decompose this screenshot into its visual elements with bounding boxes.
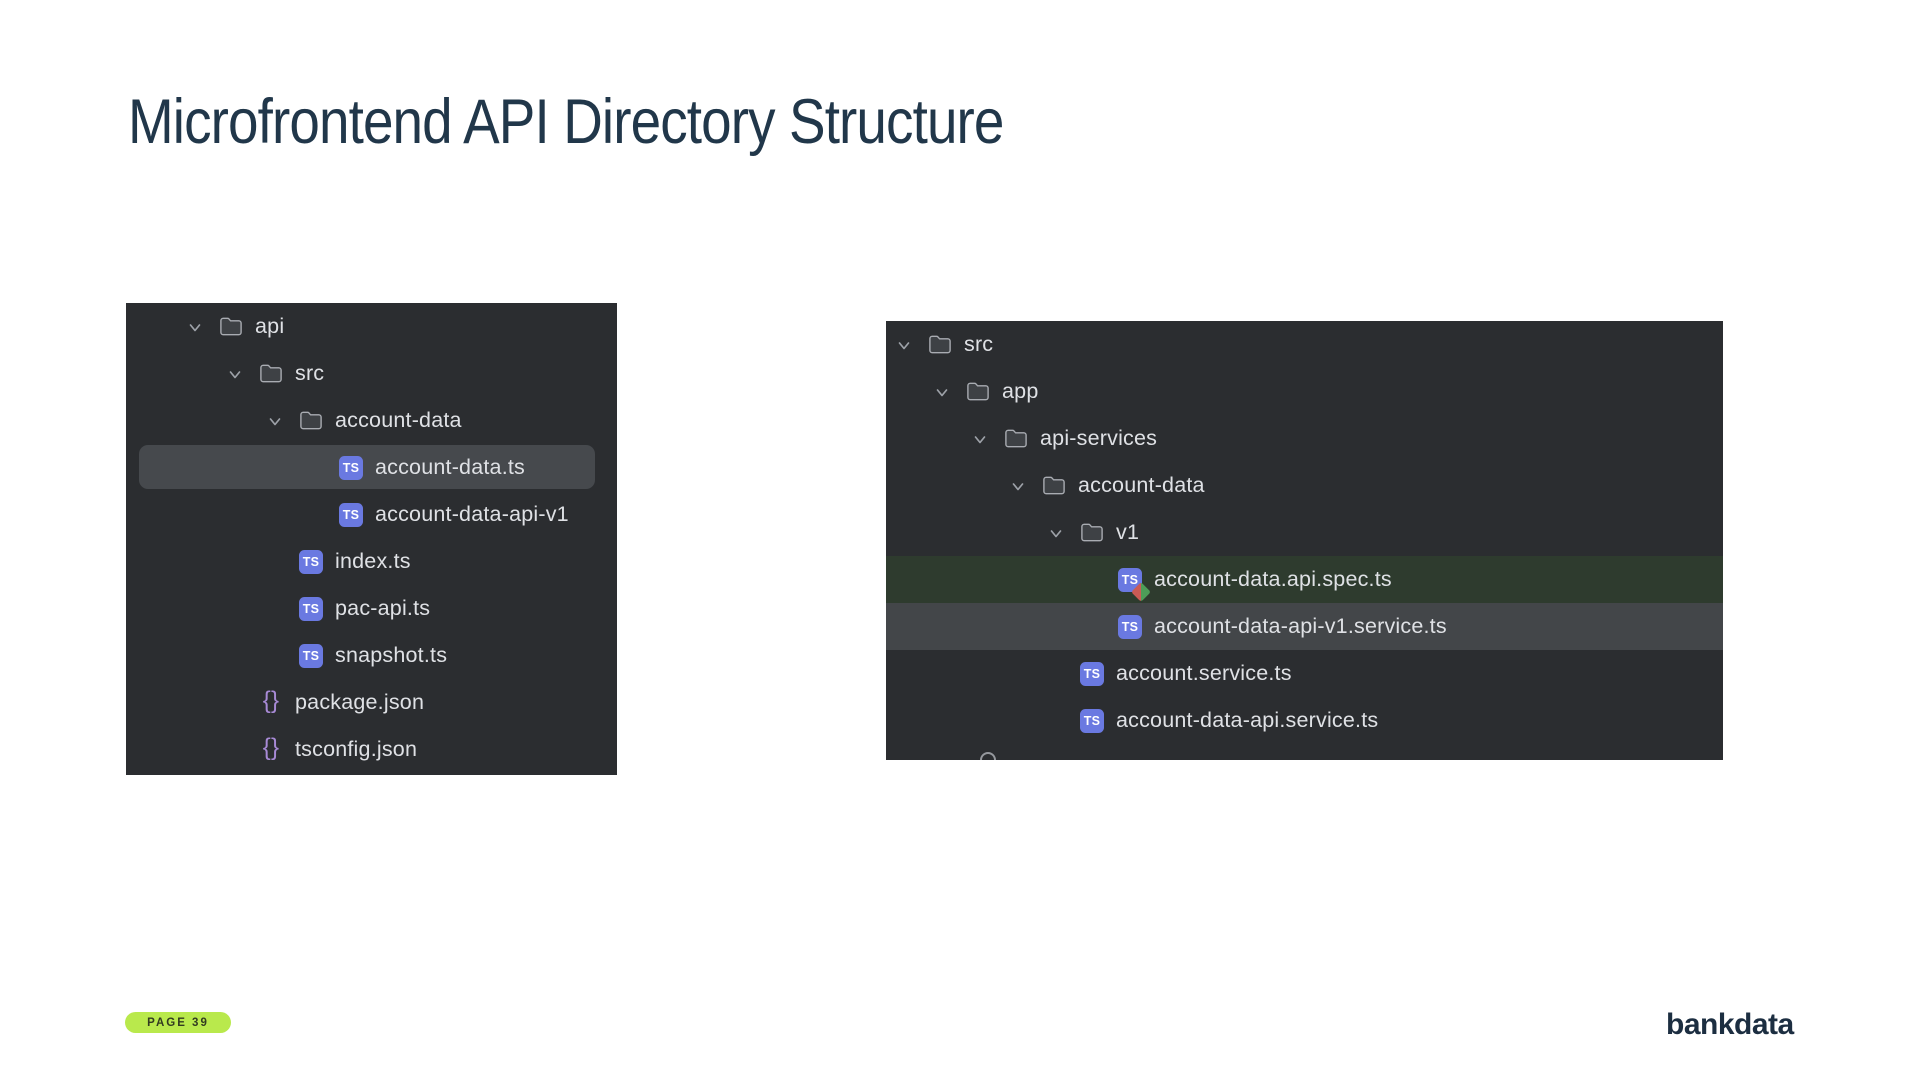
- partial-row-icon: [980, 752, 996, 760]
- bankdata-logo: bankdata: [1666, 1008, 1794, 1041]
- tree-row-label: account-data: [335, 408, 462, 432]
- indent-spacer: [126, 467, 339, 468]
- folder-icon: [928, 333, 952, 357]
- test-runner-overlay-icon: [1131, 581, 1151, 602]
- folder-icon: [966, 380, 990, 404]
- indent-spacer: [126, 420, 265, 421]
- typescript-file-icon: TS: [299, 549, 323, 574]
- tree-row-account-data-api-v1[interactable]: TS account-data-api-v1: [126, 491, 617, 538]
- chevron-down-icon[interactable]: [1008, 477, 1028, 495]
- chevron-down-icon[interactable]: [185, 318, 205, 336]
- json-file-icon: {}: [262, 687, 280, 714]
- tree-row-account-data-api-service-ts[interactable]: TS account-data-api.service.ts: [886, 697, 1723, 744]
- tree-row-label: account-data-api-v1.service.ts: [1154, 614, 1447, 638]
- typescript-file-icon: TS: [1118, 567, 1151, 602]
- tree-row-label: account-data.api.spec.ts: [1154, 567, 1392, 591]
- tree-row-snapshot-ts[interactable]: TS snapshot.ts: [126, 632, 617, 679]
- tree-row-label: api-services: [1040, 426, 1158, 450]
- chevron-down-icon[interactable]: [265, 412, 285, 430]
- tree-row-label: account.service.ts: [1116, 661, 1292, 685]
- indent-spacer: [886, 344, 894, 345]
- tree-row-src[interactable]: src: [126, 350, 617, 397]
- tree-row-label: src: [295, 361, 325, 385]
- typescript-file-icon: TS: [1118, 614, 1142, 639]
- page-title: Microfrontend API Directory Structure: [128, 87, 1004, 157]
- indent-spacer: [886, 438, 970, 439]
- tree-row-account-data-api-v1-service-ts[interactable]: TS account-data-api-v1.service.ts: [886, 603, 1723, 650]
- tree-row-api[interactable]: api: [126, 303, 617, 350]
- tree-row-account-service-ts[interactable]: TS account.service.ts: [886, 650, 1723, 697]
- tree-row-index-ts[interactable]: TS index.ts: [126, 538, 617, 585]
- indent-spacer: [126, 561, 299, 562]
- folder-icon: [259, 362, 283, 386]
- chevron-down-icon[interactable]: [1046, 524, 1066, 542]
- chevron-down-icon[interactable]: [225, 365, 245, 383]
- typescript-file-icon: TS: [299, 596, 323, 621]
- indent-spacer: [126, 749, 259, 750]
- indent-spacer: [886, 626, 1118, 627]
- folder-icon: [1042, 474, 1066, 498]
- tree-row-account-data[interactable]: account-data: [126, 397, 617, 444]
- indent-spacer: [886, 579, 1118, 580]
- indent-spacer: [126, 373, 225, 374]
- typescript-file-icon: TS: [1080, 661, 1104, 686]
- indent-spacer: [126, 702, 259, 703]
- indent-spacer: [886, 720, 1080, 721]
- tree-row-pac-api-ts[interactable]: TS pac-api.ts: [126, 585, 617, 632]
- tree-row-tsconfig-json[interactable]: {} tsconfig.json: [126, 726, 617, 773]
- typescript-file-icon: TS: [339, 455, 363, 480]
- tree-row-label: package.json: [295, 690, 425, 714]
- indent-spacer: [886, 532, 1046, 533]
- indent-spacer: [126, 514, 339, 515]
- tree-row-label: account-data.ts: [375, 455, 526, 479]
- folder-icon: [219, 315, 243, 339]
- tree-row-label: tsconfig.json: [295, 737, 418, 761]
- tree-row-label: snapshot.ts: [335, 643, 448, 667]
- tree-row-label: account-data-api.service.ts: [1116, 708, 1379, 732]
- typescript-file-icon: TS: [299, 643, 323, 668]
- json-file-icon: {}: [262, 734, 280, 761]
- chevron-down-icon[interactable]: [932, 383, 952, 401]
- tree-row-v1[interactable]: v1: [886, 509, 1723, 556]
- indent-spacer: [126, 326, 185, 327]
- tree-row-account-data[interactable]: account-data: [886, 462, 1723, 509]
- tree-row-src[interactable]: src: [886, 321, 1723, 368]
- tree-row-label: index.ts: [335, 549, 411, 573]
- tree-row-app[interactable]: app: [886, 368, 1723, 415]
- chevron-down-icon[interactable]: [970, 430, 990, 448]
- tree-row-label: account-data: [1078, 473, 1205, 497]
- tree-row-account-data-ts[interactable]: TS account-data.ts: [126, 444, 617, 491]
- tree-row-package-json[interactable]: {} package.json: [126, 679, 617, 726]
- tree-row-label: api: [255, 314, 285, 338]
- indent-spacer: [886, 485, 1008, 486]
- typescript-file-icon: TS: [339, 502, 363, 527]
- tree-row-api-services[interactable]: api-services: [886, 415, 1723, 462]
- folder-icon: [299, 409, 323, 433]
- indent-spacer: [126, 608, 299, 609]
- tree-row-label: v1: [1116, 520, 1140, 544]
- indent-spacer: [886, 673, 1080, 674]
- folder-icon: [1004, 427, 1028, 451]
- typescript-file-icon: TS: [1080, 708, 1104, 733]
- folder-icon: [1080, 521, 1104, 545]
- tree-row-label: src: [964, 332, 994, 356]
- tree-row-label: app: [1002, 379, 1039, 403]
- chevron-down-icon[interactable]: [894, 336, 914, 354]
- tree-row-label: pac-api.ts: [335, 596, 431, 620]
- indent-spacer: [886, 391, 932, 392]
- page-number-badge: PAGE 39: [125, 1012, 231, 1033]
- tree-row-label: account-data-api-v1: [375, 502, 569, 526]
- indent-spacer: [126, 655, 299, 656]
